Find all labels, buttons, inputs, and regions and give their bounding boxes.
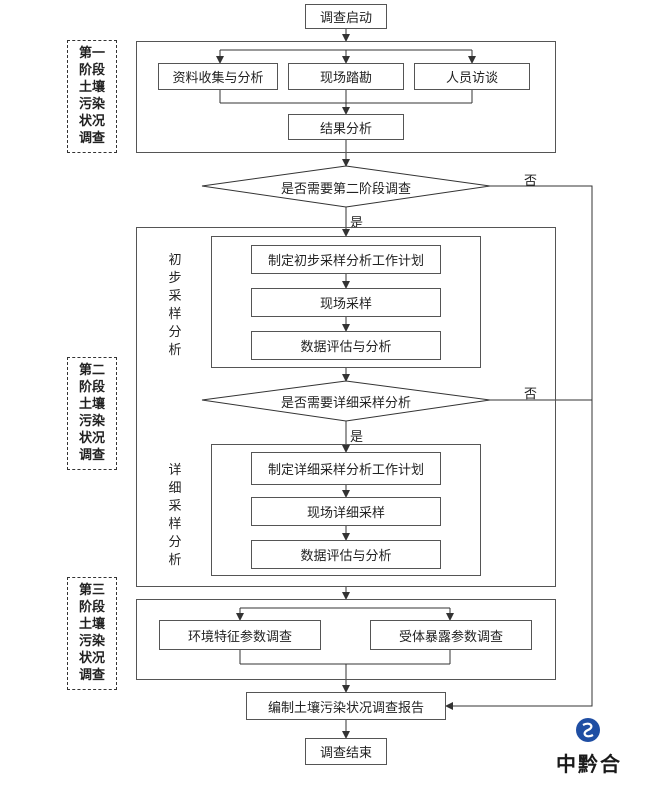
report-node: 编制土壤污染状况调查报告 <box>246 692 446 720</box>
prelim-evaluation: 数据评估与分析 <box>251 331 441 360</box>
exposure-param-survey: 受体暴露参数调查 <box>370 620 532 650</box>
prelim-section-label: 初步采 样分析 <box>168 253 182 358</box>
stage1-site-survey: 现场踏勘 <box>288 63 404 90</box>
stage1-label: 第一阶段土壤 污染状况调查 <box>67 40 117 153</box>
stage2-frame <box>136 227 556 587</box>
detail-section-label: 详细采 样分析 <box>168 463 182 568</box>
stage1-interview: 人员访谈 <box>414 63 530 90</box>
logo-text: 中黔合 <box>556 752 622 776</box>
prelim-frame <box>211 236 481 368</box>
stage1-data-collection: 资料收集与分析 <box>158 63 278 90</box>
decision1-no-label: 否 <box>524 174 538 189</box>
end-node: 调查结束 <box>305 738 387 765</box>
decision2-diamond <box>201 380 491 422</box>
stage1-frame <box>136 41 556 153</box>
stage2-label: 第二阶段土壤 污染状况调查 <box>67 357 117 470</box>
prelim-plan: 制定初步采样分析工作计划 <box>251 245 441 274</box>
detail-plan: 制定详细采样分析工作计划 <box>251 452 441 485</box>
decision1-diamond <box>201 165 491 208</box>
stage1-result-analysis: 结果分析 <box>288 114 404 140</box>
detail-evaluation: 数据评估与分析 <box>251 540 441 569</box>
detail-frame <box>211 444 481 576</box>
decision2-text: 是否需要详细采样分析 <box>280 396 411 411</box>
decision1-text: 是否需要第二阶段调查 <box>280 182 411 197</box>
decision2-no-label: 否 <box>524 387 538 402</box>
detail-sampling: 现场详细采样 <box>251 497 441 526</box>
decision2-yes-label: 是 <box>350 430 364 445</box>
stage3-frame <box>136 599 556 680</box>
stage3-label: 第三阶段土壤 污染状况调查 <box>67 577 117 690</box>
start-node: 调查启动 <box>305 4 387 29</box>
logo-mark <box>576 718 600 742</box>
prelim-sampling: 现场采样 <box>251 288 441 317</box>
env-param-survey: 环境特征参数调查 <box>159 620 321 650</box>
